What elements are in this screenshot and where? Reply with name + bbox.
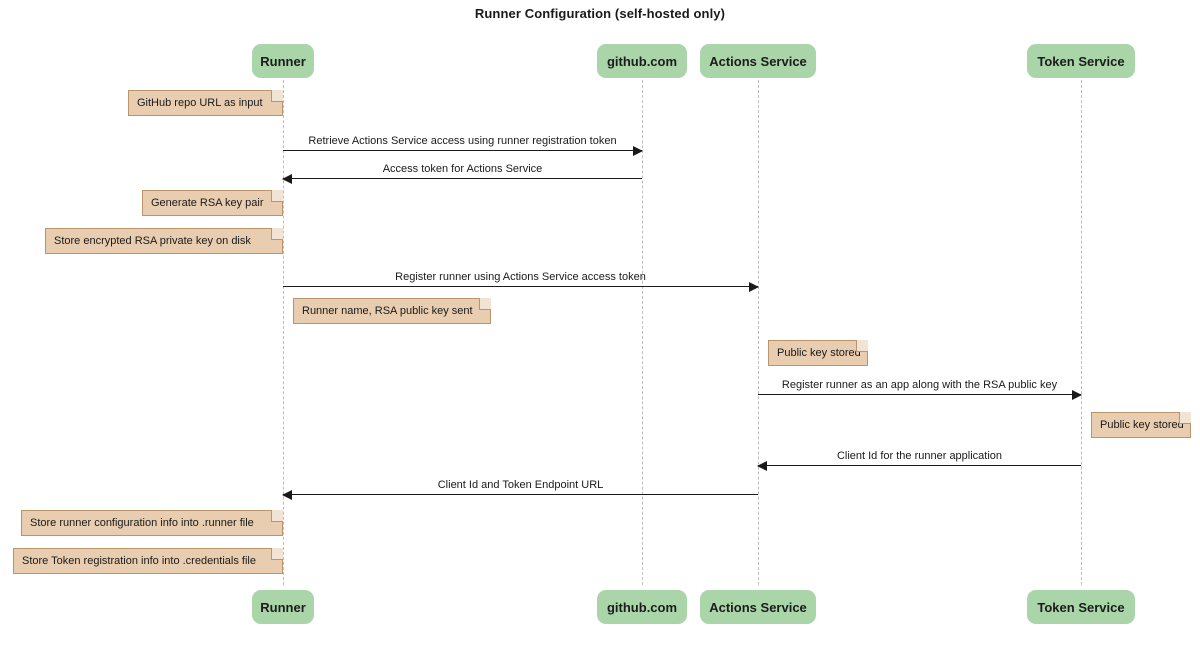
note-text: Runner name, RSA public key sent: [302, 305, 473, 317]
lifeline-actions: [758, 80, 759, 585]
participant-label: Runner: [260, 599, 306, 615]
message-label: Client Id and Token Endpoint URL: [437, 479, 604, 491]
message-label: Register runner using Actions Service ac…: [395, 271, 646, 283]
message-m2: Access token for Actions Service: [282, 163, 642, 184]
participant-github-top[interactable]: github.com: [597, 44, 687, 78]
message-label: Register runner as an app along with the…: [781, 379, 1058, 391]
note-n7: Store runner configuration info into .ru…: [21, 510, 283, 536]
participant-runner-top[interactable]: Runner: [252, 44, 314, 78]
participant-runner-bottom[interactable]: Runner: [252, 590, 314, 624]
lifeline-token: [1081, 80, 1082, 585]
participant-label: Actions Service: [709, 599, 807, 615]
participant-token-bottom[interactable]: Token Service: [1027, 590, 1135, 624]
note-fold-icon: [1179, 412, 1191, 424]
note-fold-icon: [271, 228, 283, 240]
note-text: Public key stored: [777, 347, 861, 359]
participant-actions-top[interactable]: Actions Service: [700, 44, 816, 78]
message-label: Client Id for the runner application: [836, 450, 1003, 462]
message-m1: Retrieve Actions Service access using ru…: [283, 135, 643, 156]
note-fold-icon: [479, 298, 491, 310]
note-text: Public key stored: [1100, 419, 1184, 431]
note-n4: Runner name, RSA public key sent: [293, 298, 491, 324]
participant-label: Token Service: [1037, 53, 1125, 69]
note-fold-icon: [856, 340, 868, 352]
note-fold-icon: [271, 190, 283, 202]
note-fold-icon: [271, 548, 283, 560]
note-n6: Public key stored: [1091, 412, 1191, 438]
note-n5: Public key stored: [768, 340, 868, 366]
lifeline-github: [642, 80, 643, 585]
arrowhead-icon: [282, 490, 292, 500]
note-fold-icon: [271, 510, 283, 522]
participant-github-bottom[interactable]: github.com: [597, 590, 687, 624]
note-text: Store Token registration info into .cred…: [22, 555, 256, 567]
participant-label: Token Service: [1037, 599, 1125, 615]
arrowhead-icon: [633, 146, 643, 156]
arrowhead-icon: [757, 461, 767, 471]
note-n1: GitHub repo URL as input: [128, 90, 283, 116]
note-text: Store runner configuration info into .ru…: [30, 517, 254, 529]
arrowhead-icon: [749, 282, 759, 292]
participant-label: Runner: [260, 53, 306, 69]
note-fold-icon: [271, 90, 283, 102]
note-text: Generate RSA key pair: [151, 197, 264, 209]
participant-token-top[interactable]: Token Service: [1027, 44, 1135, 78]
note-n3: Store encrypted RSA private key on disk: [45, 228, 283, 254]
lifeline-runner: [283, 80, 284, 585]
participant-label: github.com: [606, 599, 678, 615]
participant-actions-bottom[interactable]: Actions Service: [700, 590, 816, 624]
arrowhead-icon: [1072, 390, 1082, 400]
arrowhead-icon: [282, 174, 292, 184]
participant-label: Actions Service: [709, 53, 807, 69]
message-m6: Client Id and Token Endpoint URL: [282, 479, 758, 500]
message-m5: Client Id for the runner application: [757, 450, 1081, 471]
note-text: Store encrypted RSA private key on disk: [54, 235, 251, 247]
note-n8: Store Token registration info into .cred…: [13, 548, 283, 574]
message-m4: Register runner as an app along with the…: [758, 379, 1082, 400]
message-m3: Register runner using Actions Service ac…: [283, 271, 759, 292]
message-label: Access token for Actions Service: [382, 163, 543, 175]
note-n2: Generate RSA key pair: [142, 190, 283, 216]
participant-label: github.com: [606, 53, 678, 69]
message-label: Retrieve Actions Service access using ru…: [308, 135, 617, 147]
page-title: Runner Configuration (self-hosted only): [474, 6, 726, 21]
note-text: GitHub repo URL as input: [137, 97, 263, 109]
